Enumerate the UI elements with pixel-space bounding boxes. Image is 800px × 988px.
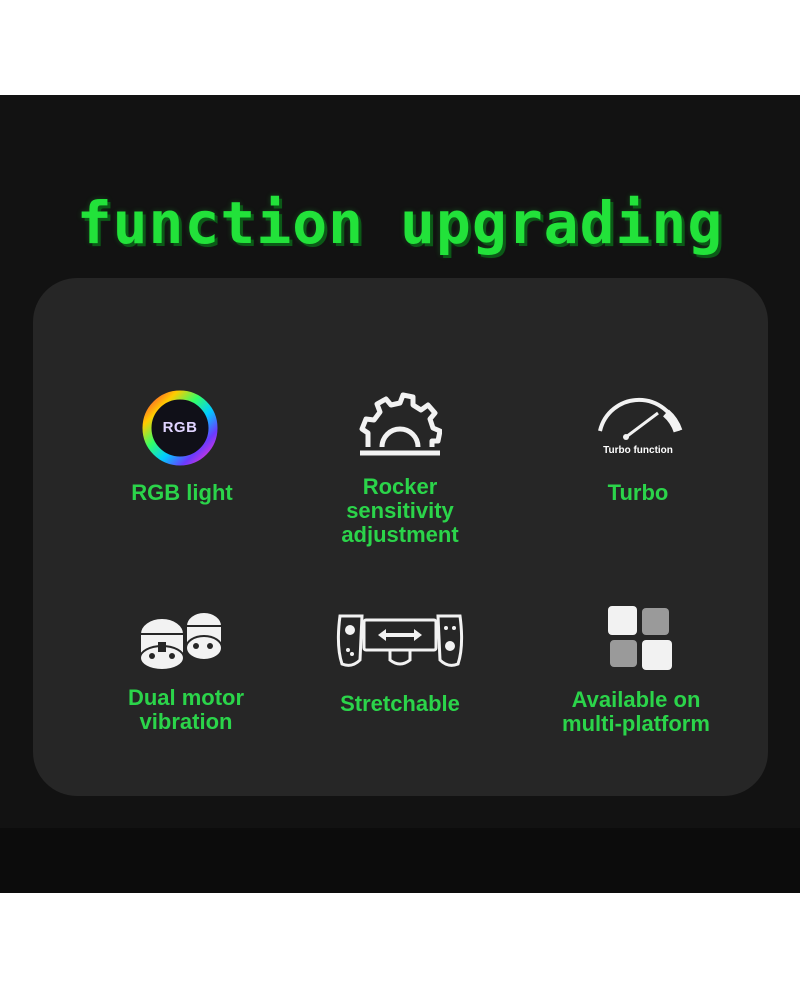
feature-label-multi-platform: Available on multi-platform xyxy=(562,687,710,736)
feature-label-turbo: Turbo xyxy=(607,480,669,505)
feature-rocker-sensitivity: Rocker sensitivity adjustment xyxy=(290,385,510,555)
feature-turbo: Turbo function Turbo xyxy=(528,385,748,515)
features-panel xyxy=(33,278,768,796)
rgb-ring-icon: RGB xyxy=(141,389,219,467)
feature-label-stretchable: Stretchable xyxy=(340,691,460,716)
feature-label-rocker: Rocker sensitivity adjustment xyxy=(341,474,459,547)
stretch-controller-icon xyxy=(334,606,466,670)
banner-bottom-strip xyxy=(0,828,800,893)
multi-platform-squares-icon xyxy=(606,604,674,672)
gear-adjust-icon xyxy=(358,389,443,461)
speedometer-icon: Turbo function xyxy=(578,391,698,461)
headline: function upgrading xyxy=(76,189,724,257)
vibration-motors-icon xyxy=(136,606,226,672)
feature-label-rgb: RGB light xyxy=(131,480,233,505)
feature-rgb-light: RGB RGB light xyxy=(72,385,292,515)
turbo-icon-caption: Turbo function xyxy=(603,445,673,456)
feature-label-dual-motor: Dual motor vibration xyxy=(127,685,245,734)
feature-stretchable: Stretchable xyxy=(290,602,510,732)
rgb-icon-text: RGB xyxy=(162,419,198,436)
feature-multi-platform: Available on multi-platform xyxy=(526,602,746,742)
feature-dual-motor: Dual motor vibration xyxy=(76,602,296,742)
